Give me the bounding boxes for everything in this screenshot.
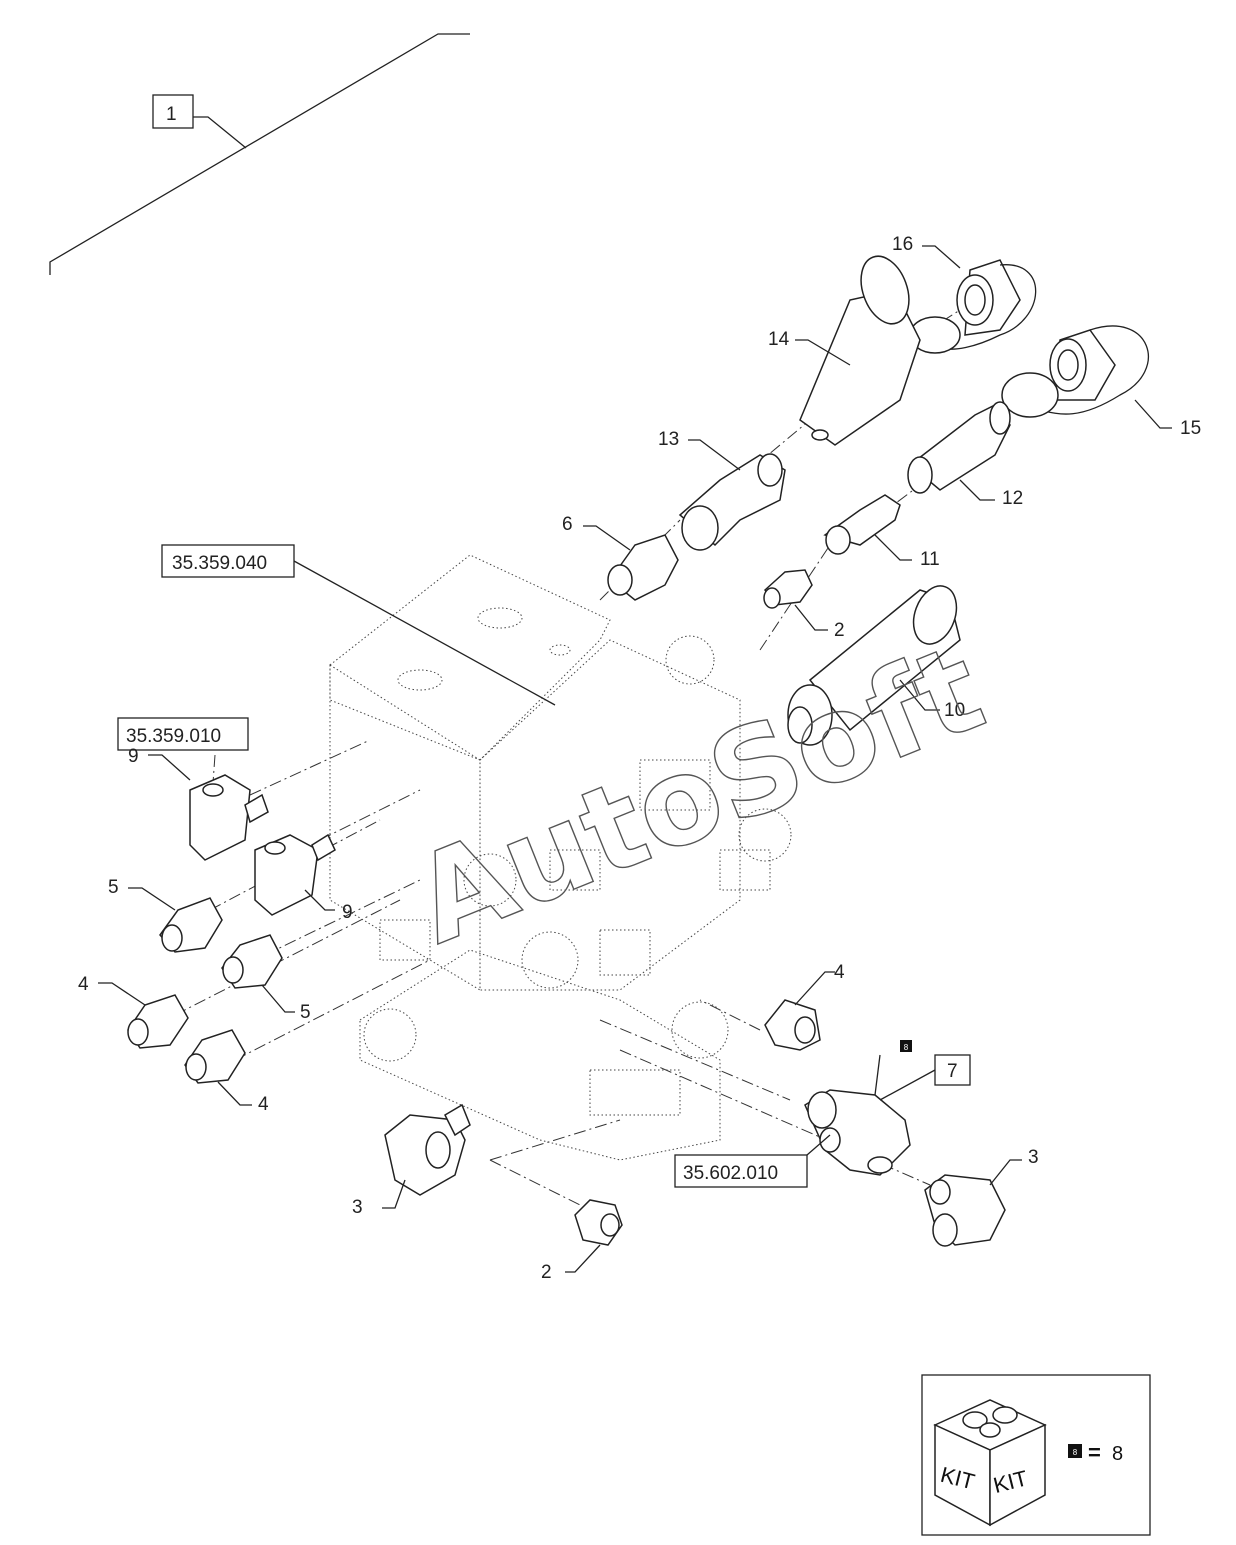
callout-9-upper: 9: [128, 746, 139, 767]
part-14-coupler: 14: [768, 255, 921, 446]
ref-35-359-040-label: 35.359.040: [172, 553, 267, 574]
callout-6: 6: [562, 514, 573, 535]
part-13-adapter: 13: [658, 429, 786, 551]
part-5-fitting-middle: 5: [221, 934, 311, 1023]
callout-9-lower: 9: [342, 902, 353, 923]
ref-35-359-010-label: 35.359.010: [126, 726, 221, 747]
ref-35-602-010[interactable]: 35.602.010: [674, 1134, 831, 1188]
valve-block: [329, 554, 792, 1161]
callout-1: 1: [166, 104, 177, 125]
part-9-elbow-upper: 9: [128, 746, 269, 861]
part-2-fitting-lower: 2: [541, 1199, 623, 1283]
callout-7: 7: [947, 1061, 958, 1082]
part-3-elbow-right: 3: [924, 1147, 1039, 1247]
part-11-nipple: 11: [823, 494, 940, 570]
callout-3-left: 3: [352, 1197, 363, 1218]
part-5-fitting-left: 5: [108, 877, 223, 953]
watermark: AutoSoft: [396, 619, 1001, 971]
callout-4-right: 4: [834, 962, 845, 983]
kit-value: 8: [1112, 1443, 1123, 1465]
callout-12: 12: [1002, 488, 1023, 509]
callout-13: 13: [658, 429, 679, 450]
kit-marker-badge: 8: [904, 1043, 909, 1052]
part-4-fitting-lower: 4: [184, 1029, 269, 1115]
part-7-valve: 8 7: [804, 1040, 971, 1176]
callout-11: 11: [920, 549, 940, 570]
callout-2-lower: 2: [541, 1262, 552, 1283]
callout-5-left: 5: [108, 877, 119, 898]
part-15-dust-cap: 15: [1001, 325, 1201, 439]
callout-10: 10: [944, 700, 965, 721]
part-2-fitting-upper: 2: [763, 569, 845, 641]
callout-14: 14: [768, 329, 790, 350]
part-9-elbow-lower: 9: [254, 833, 353, 923]
callout-2-upper: 2: [834, 620, 845, 641]
part-4-fitting-right: 4: [764, 962, 845, 1051]
callout-16: 16: [892, 234, 913, 255]
ref-35-359-040[interactable]: 35.359.040: [161, 544, 556, 706]
callout-5-middle: 5: [300, 1002, 311, 1023]
part-12-coupler: 12: [907, 401, 1023, 509]
ref-35-359-010[interactable]: 35.359.010: [117, 717, 249, 751]
callout-4-lower: 4: [258, 1094, 269, 1115]
kit-equals: =: [1088, 1440, 1101, 1465]
callout-4-left: 4: [78, 974, 89, 995]
callout-3-right: 3: [1028, 1147, 1039, 1168]
kit-box-icon: KIT KIT: [933, 1399, 1047, 1527]
ref-35-602-010-label: 35.602.010: [683, 1163, 778, 1184]
hose-line-1: 1: [49, 33, 470, 275]
callout-15: 15: [1180, 418, 1201, 439]
part-10-accumulator: 10: [787, 585, 965, 746]
part-6-fitting: 6: [562, 514, 679, 601]
kit-legend: KIT KIT 8 = 8: [921, 1374, 1151, 1536]
kit-legend-badge: 8: [1073, 1448, 1078, 1457]
part-4-fitting-left: 4: [78, 974, 189, 1049]
part-3-elbow-left: 3: [352, 1103, 471, 1218]
